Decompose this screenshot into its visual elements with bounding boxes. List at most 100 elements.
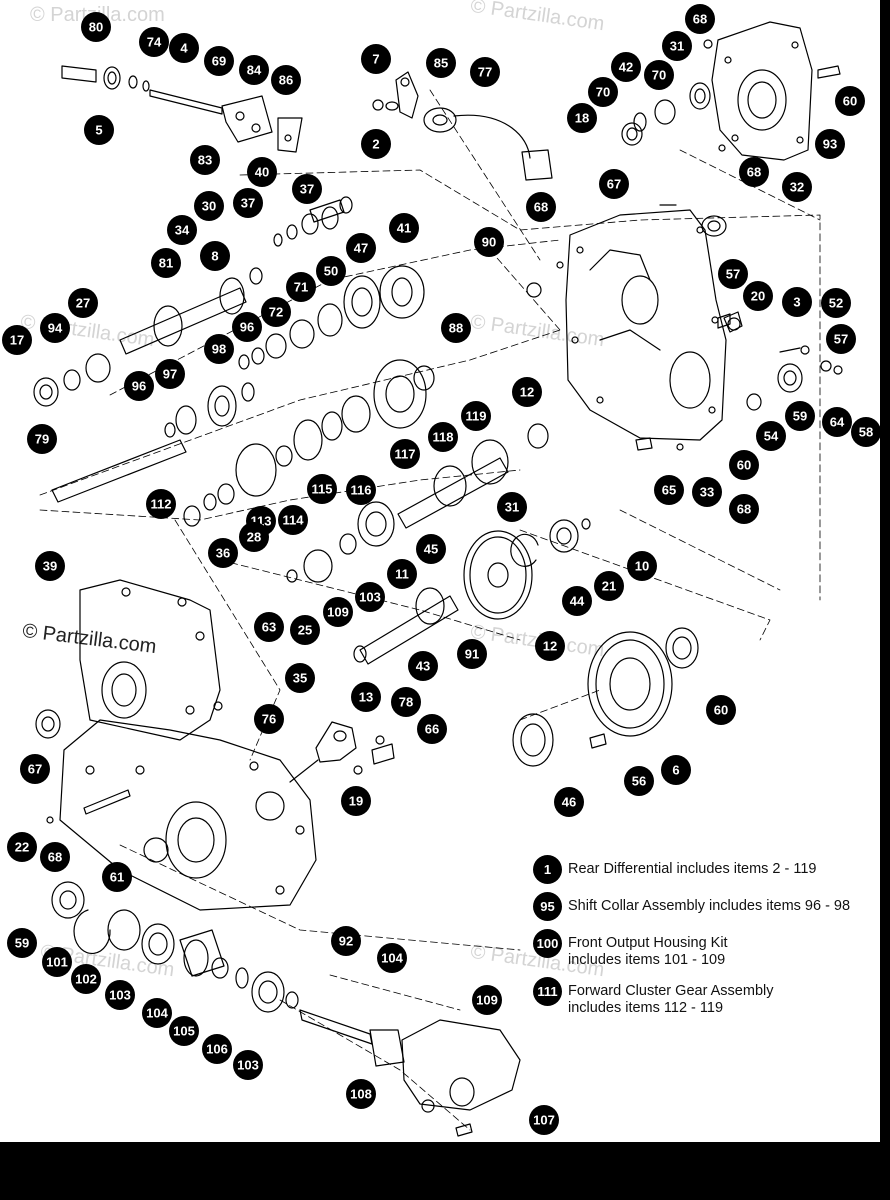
callout-label: 33	[700, 485, 714, 500]
callout-56: 56	[624, 766, 654, 796]
callout-label: 72	[269, 305, 283, 320]
callout-label: 63	[262, 620, 276, 635]
callout-50: 50	[316, 256, 346, 286]
callout-34: 34	[167, 215, 197, 245]
callout-35: 35	[285, 663, 315, 693]
callout-33: 33	[692, 477, 722, 507]
callout-badge	[232, 312, 262, 342]
callout-57: 57	[826, 324, 856, 354]
callout-label: 60	[737, 458, 751, 473]
callout-badge	[81, 12, 111, 42]
callout-label: 68	[48, 850, 62, 865]
callout-5: 5	[84, 115, 114, 145]
callout-badge	[204, 46, 234, 76]
callout-3: 3	[782, 287, 812, 317]
callout-badge	[139, 27, 169, 57]
diagram-canvas: © Partzilla.com © Partzilla.com © Partzi…	[0, 0, 880, 1142]
callout-badge	[377, 943, 407, 973]
callout-label: 43	[416, 659, 430, 674]
callout-badge	[278, 505, 308, 535]
callout-label: 108	[350, 1087, 372, 1102]
callout-18: 18	[567, 103, 597, 133]
callout-label: 112	[151, 497, 172, 512]
callout-119: 119	[461, 401, 491, 431]
callout-badge	[190, 145, 220, 175]
callout-label: 76	[262, 712, 276, 727]
callout-42: 42	[611, 52, 641, 82]
callout-label: 60	[843, 94, 857, 109]
callout-badge	[497, 492, 527, 522]
callout-label: 78	[399, 695, 413, 710]
callout-label: 83	[198, 153, 212, 168]
callout-label: 81	[159, 256, 173, 271]
callout-badge	[654, 475, 684, 505]
callout-label: 8	[211, 249, 218, 264]
callout-badge	[718, 259, 748, 289]
callout-label: 104	[381, 951, 403, 966]
callout-badge	[307, 474, 337, 504]
callout-label: 50	[324, 264, 338, 279]
legend-item: 95 Shift Collar Assembly includes items …	[533, 892, 878, 921]
callout-31: 31	[497, 492, 527, 522]
callout-label: 37	[300, 182, 314, 197]
callout-badge	[851, 417, 880, 447]
callout-label: 67	[28, 762, 42, 777]
callout-67: 67	[599, 169, 629, 199]
callout-19: 19	[341, 786, 371, 816]
callout-badge	[661, 755, 691, 785]
callout-10: 10	[627, 551, 657, 581]
callout-badge	[361, 44, 391, 74]
callout-label: 27	[76, 296, 90, 311]
callout-badge	[782, 287, 812, 317]
callout-21: 21	[594, 571, 624, 601]
callout-badge	[151, 248, 181, 278]
callout-112: 112	[146, 489, 176, 519]
callout-27: 27	[68, 288, 98, 318]
callout-badge	[662, 31, 692, 61]
callout-label: 36	[216, 546, 230, 561]
callout-badge	[461, 401, 491, 431]
callout-107: 107	[529, 1105, 559, 1135]
callout-label: 68	[534, 200, 548, 215]
callout-badge	[599, 169, 629, 199]
callout-12: 12	[535, 631, 565, 661]
callout-label: 105	[173, 1024, 195, 1039]
legend-text: Forward Cluster Gear Assembly includes i…	[568, 983, 774, 1016]
callout-badge	[40, 313, 70, 343]
callout-label: 42	[619, 60, 633, 75]
callout-61: 61	[102, 862, 132, 892]
callout-badge	[102, 862, 132, 892]
legend-item: 1 Rear Differential includes items 2 - 1…	[533, 855, 878, 884]
callout-label: 84	[247, 63, 262, 78]
callout-label: 10	[635, 559, 649, 574]
gear-stack-lower	[183, 359, 435, 527]
callout-52: 52	[821, 288, 851, 318]
callout-label: 32	[790, 180, 804, 195]
callout-badge	[84, 115, 114, 145]
callout-badge	[743, 281, 773, 311]
callout-label: 90	[482, 235, 496, 250]
callout-79: 79	[27, 424, 57, 454]
callout-86: 86	[271, 65, 301, 95]
callout-label: 92	[339, 934, 353, 949]
callout-label: 106	[206, 1042, 228, 1057]
callout-label: 19	[349, 794, 363, 809]
callout-badge	[822, 407, 852, 437]
callout-label: 103	[109, 988, 131, 1003]
legend-badge: 111	[533, 977, 562, 1006]
callout-badge	[40, 842, 70, 872]
callout-badge	[194, 191, 224, 221]
callout-109: 109	[472, 985, 502, 1015]
callout-badge	[729, 494, 759, 524]
callout-109: 109	[323, 597, 353, 627]
callout-7: 7	[361, 44, 391, 74]
callout-label: 11	[395, 567, 409, 582]
callout-label: 57	[834, 332, 848, 347]
callout-104: 104	[142, 998, 172, 1028]
callout-badge	[155, 359, 185, 389]
callout-badge	[292, 174, 322, 204]
callout-badge	[286, 272, 316, 302]
callout-label: 67	[607, 177, 621, 192]
callout-98: 98	[204, 334, 234, 364]
callout-badge	[2, 325, 32, 355]
